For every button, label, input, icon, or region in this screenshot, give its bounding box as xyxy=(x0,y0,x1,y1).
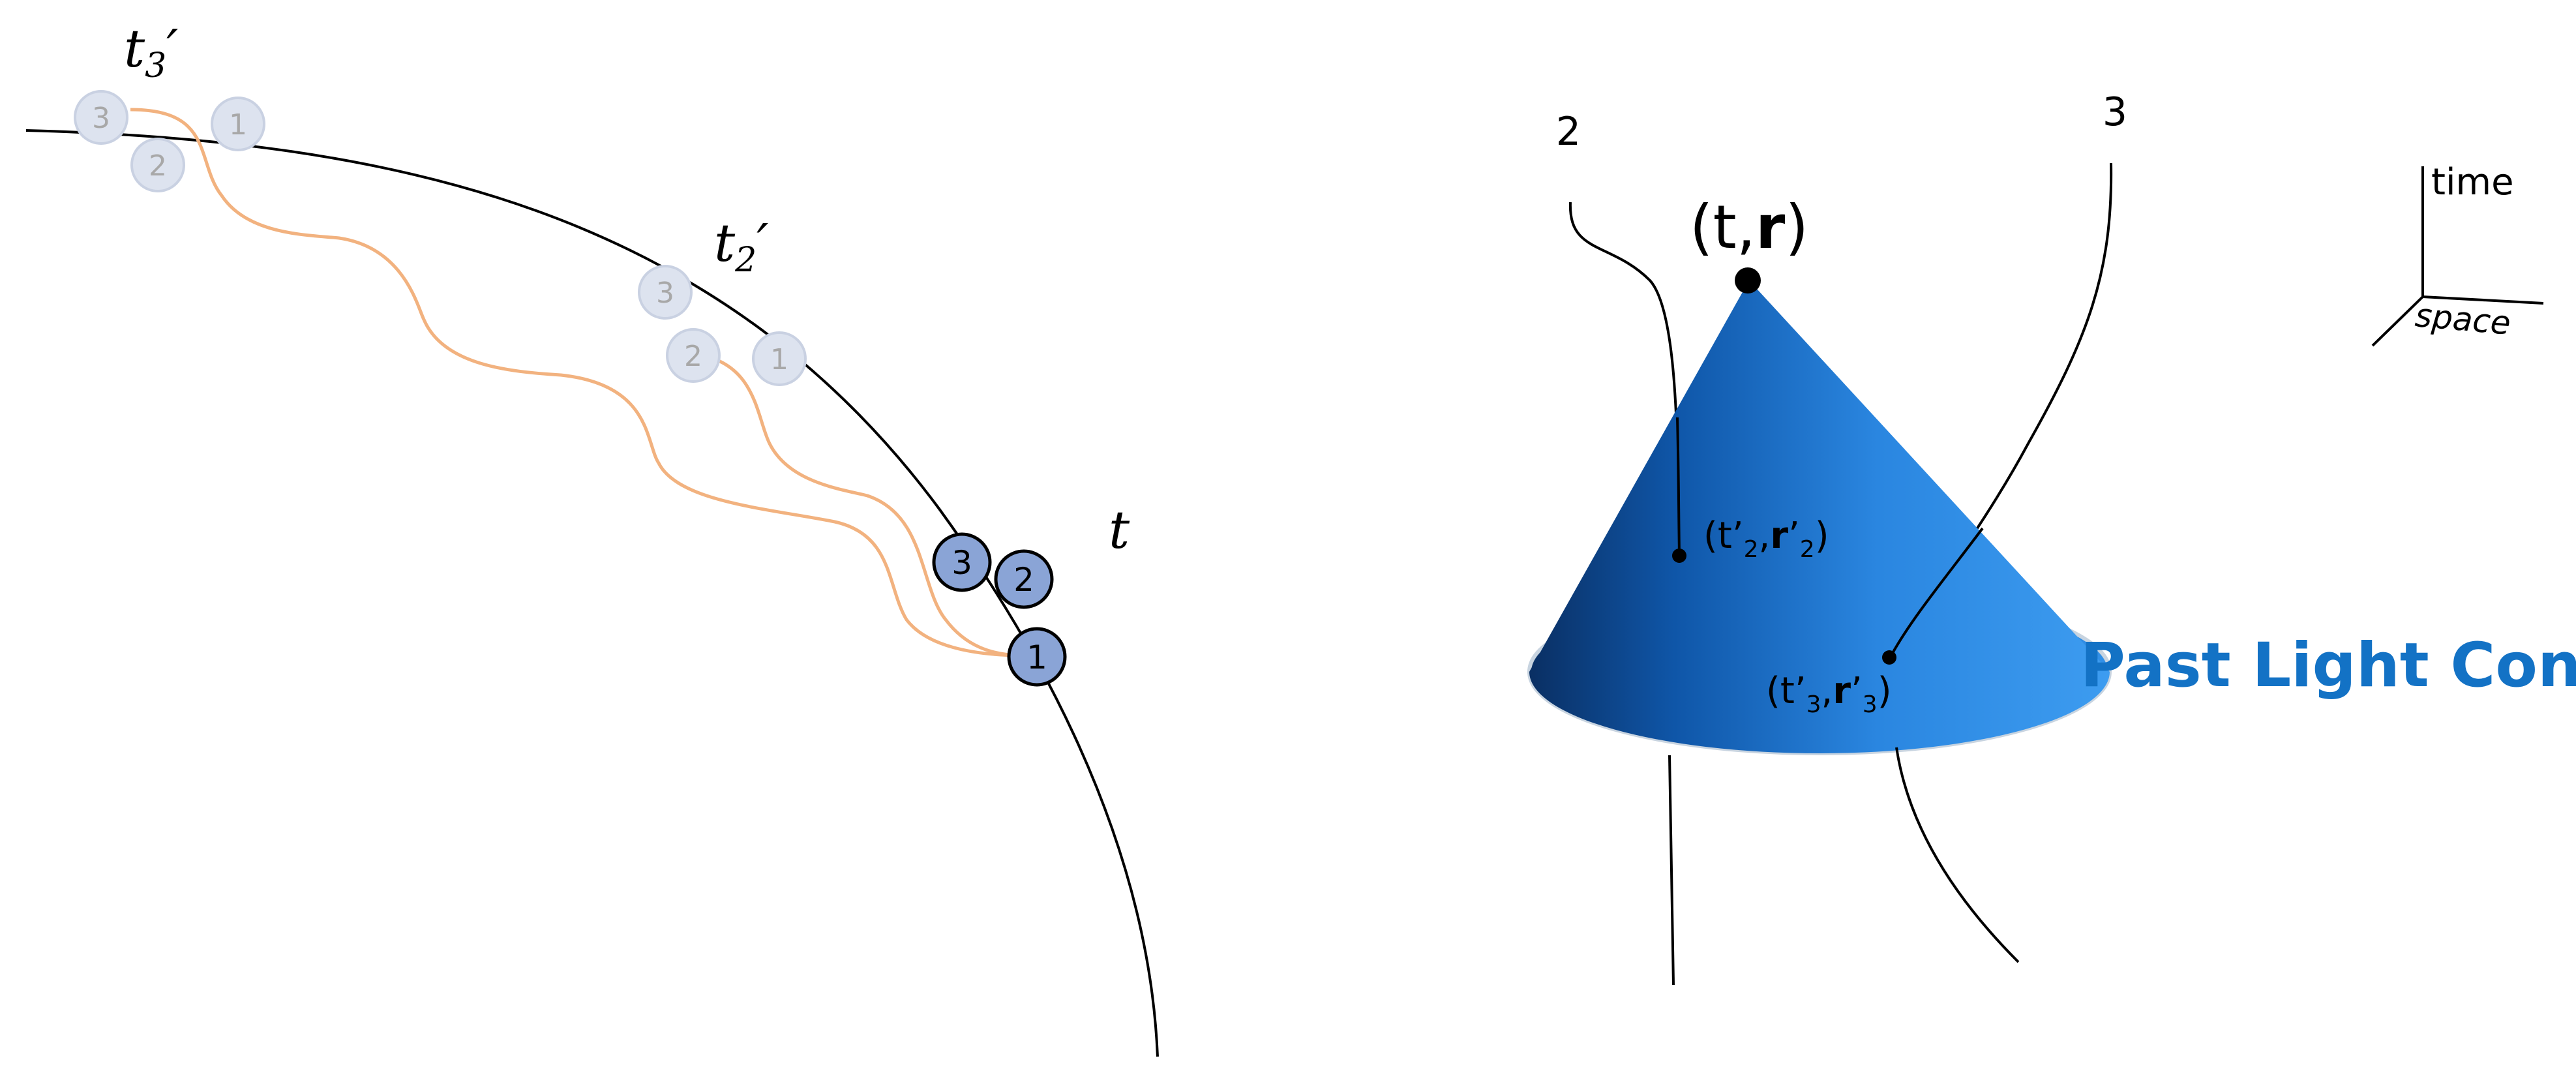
point-3-label-prime2: ’ xyxy=(1851,670,1863,712)
apex-label-close: ) xyxy=(1785,192,1808,262)
apex-point xyxy=(1735,267,1761,294)
left-diagram: t3′ t2′ t 3 2 1 3 xyxy=(25,18,1159,1057)
time-label-t2: t2′ xyxy=(714,213,768,280)
node-t-3-label: 3 xyxy=(951,544,972,582)
point-3-label-open: (t xyxy=(1766,670,1795,712)
node-t2-1-label: 1 xyxy=(770,343,788,376)
node-t-1-label: 1 xyxy=(1026,639,1047,676)
node-group-t3: 3 2 1 xyxy=(74,90,265,192)
point-3-label-sub2: 3 xyxy=(1863,691,1878,718)
worldline-3-on-cone xyxy=(1890,527,1984,656)
node-t3-3-label: 3 xyxy=(92,102,110,135)
apex-label-sep: , xyxy=(1737,192,1756,262)
node-t3-1-label: 1 xyxy=(229,108,247,142)
point-2-label-r: r xyxy=(1770,515,1788,557)
worldline-label-3: 3 xyxy=(2103,89,2127,135)
depth-axis-line xyxy=(2371,295,2424,347)
time-label-t3-prime: ′ xyxy=(166,18,178,79)
time-label-t2-prime: ′ xyxy=(756,213,768,273)
worldline-2-lower xyxy=(1668,755,1675,986)
point-2 xyxy=(1672,549,1686,563)
time-label-t2-sub: 2 xyxy=(734,241,756,280)
node-t2-3-label: 3 xyxy=(656,277,674,310)
space-axis-label: space xyxy=(2414,296,2512,342)
point-3-label-prime1: ’ xyxy=(1795,670,1806,712)
node-t3-2-label: 2 xyxy=(149,149,167,183)
cone-body xyxy=(1529,280,2110,753)
space-axis-line xyxy=(2422,295,2544,305)
point-3-label-r: r xyxy=(1833,670,1851,712)
point-2-label-sub1: 2 xyxy=(1744,536,1759,563)
right-diagram: 2 3 (t,r) (t’2,r’2) (t’3,r’3) P xyxy=(1527,89,2576,986)
apex-label-open: ( xyxy=(1690,192,1713,262)
node-t-2: 2 xyxy=(994,549,1054,609)
worldline-3-lower xyxy=(1895,747,2020,963)
point-3-label-close: ) xyxy=(1878,670,1892,712)
apex-label-r: r xyxy=(1756,192,1786,262)
worldline-label-2: 2 xyxy=(1556,109,1581,155)
point-2-label-prime2: ’ xyxy=(1788,515,1800,557)
apex-label-t: t xyxy=(1713,192,1737,262)
signal-paths xyxy=(130,108,1025,657)
node-t-2-label: 2 xyxy=(1013,561,1034,599)
node-t3-3: 3 xyxy=(74,90,128,145)
signal-path-from-t2 xyxy=(694,352,1025,657)
point-2-label-sub2: 2 xyxy=(1800,536,1815,563)
node-t2-3: 3 xyxy=(638,265,693,320)
apex-label: (t,r) xyxy=(1690,192,1809,262)
node-t2-2: 2 xyxy=(666,328,721,383)
point-2-label-mid: , xyxy=(1759,515,1771,557)
node-t2-1: 1 xyxy=(752,331,807,386)
time-label-t3-base: t xyxy=(124,18,145,79)
axes-indicator: time space xyxy=(2371,161,2544,347)
node-group-t: 3 2 1 xyxy=(932,532,1067,687)
time-axis-label: time xyxy=(2431,161,2514,203)
worldline-curve xyxy=(25,129,1159,1057)
point-3 xyxy=(1882,650,1896,665)
time-label-t2-base: t xyxy=(714,213,736,273)
point-3-label-mid: , xyxy=(1821,670,1833,712)
point-3-label-sub1: 3 xyxy=(1806,691,1821,718)
worldline-2-on-cone xyxy=(1676,417,1681,555)
cone-title: Past Light Cone xyxy=(2080,630,2576,701)
signal-path-from-t3 xyxy=(130,108,1025,657)
point-2-label: (t’2,r’2) xyxy=(1703,515,1829,563)
node-t2-2-label: 2 xyxy=(684,340,702,373)
point-2-label-close: ) xyxy=(1815,515,1829,557)
time-label-t3-sub: 3 xyxy=(145,46,166,85)
point-2-label-open: (t xyxy=(1703,515,1732,557)
point-3-label: (t’3,r’3) xyxy=(1766,670,1892,718)
node-t-1: 1 xyxy=(1007,627,1067,687)
node-t-3: 3 xyxy=(932,532,992,592)
node-t3-2: 2 xyxy=(130,138,185,192)
time-label-t-base: t xyxy=(1109,500,1130,560)
node-group-t2: 3 2 1 xyxy=(638,265,807,386)
point-2-label-prime1: ’ xyxy=(1732,515,1744,557)
time-label-t3: t3′ xyxy=(124,18,178,85)
time-label-t: t xyxy=(1109,500,1130,560)
node-t3-1: 1 xyxy=(211,97,265,151)
